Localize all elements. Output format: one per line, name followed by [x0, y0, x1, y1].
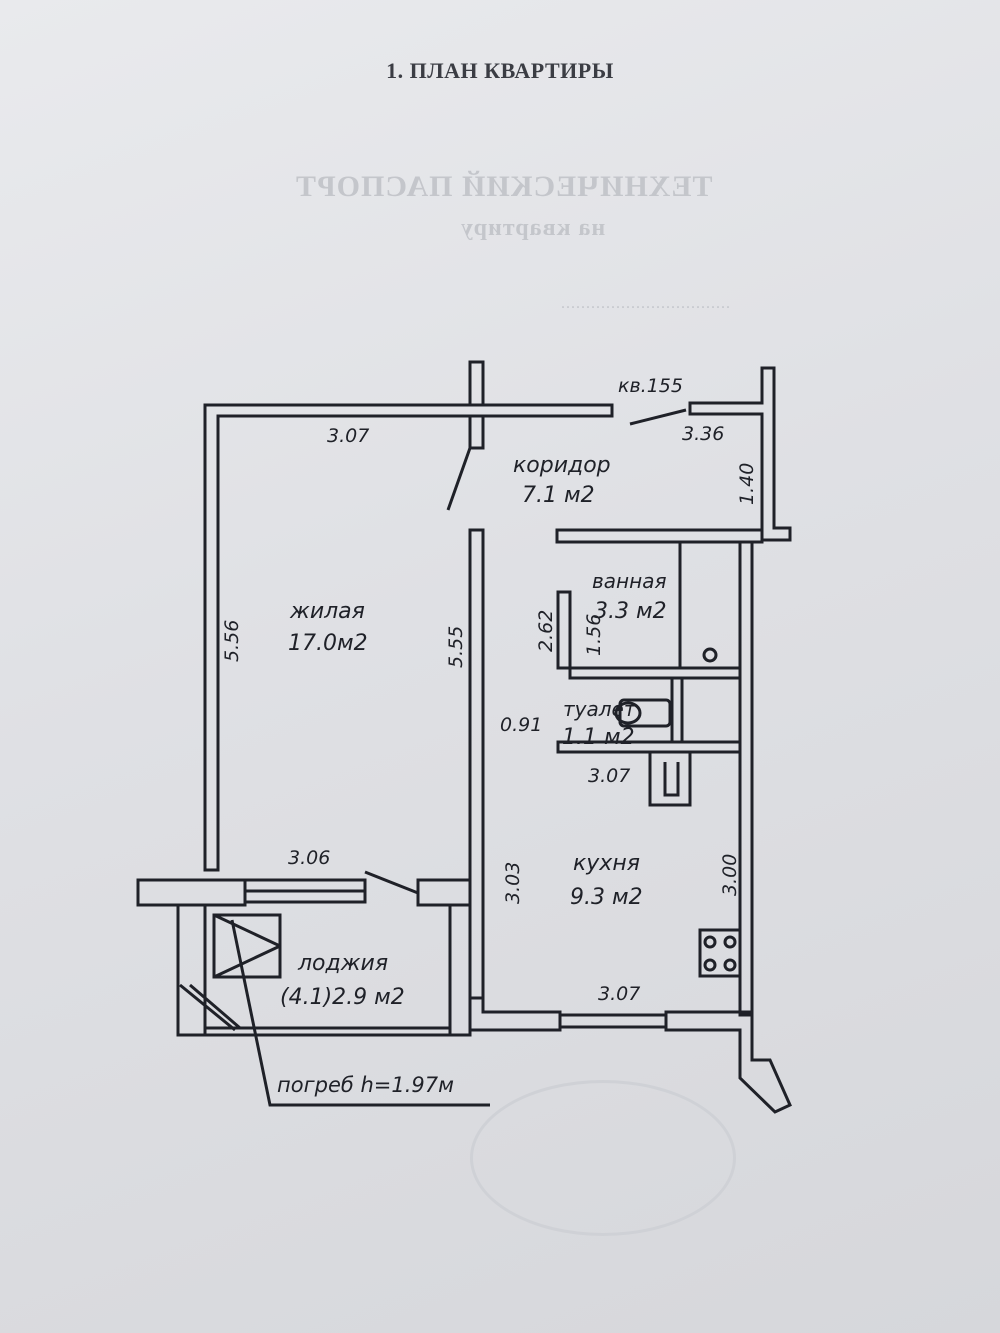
wall-outer-left: [203, 403, 614, 872]
living-area: 17.0м2: [288, 631, 368, 656]
bathroom-name: ванная: [592, 569, 666, 593]
dim-living-bottom: 3.06: [288, 847, 330, 869]
wall-corridor-bottom: [555, 528, 764, 544]
kitchen-area: 9.3 м2: [570, 885, 643, 910]
kitchen-name: кухня: [573, 851, 640, 876]
wall-loggia-right: [448, 903, 472, 1037]
wall-kitchen-bottom-right: [664, 1010, 792, 1114]
dim-kitchen-bottom: 3.07: [598, 983, 640, 1005]
wall-toilet-side: [670, 676, 684, 744]
toilet-area: 1.1 м2: [562, 725, 635, 750]
kitchen-window: [558, 1013, 668, 1029]
dim-bath-156: 1.56: [583, 614, 605, 656]
wall-loggia-bottom: [203, 1026, 452, 1037]
corridor-name: коридор: [513, 453, 611, 478]
wall-outer-right-top: [688, 366, 792, 542]
dim-corridor-height: 1.40: [736, 463, 758, 505]
bathtub-outline: [678, 540, 742, 670]
dim-living-left: 5.56: [221, 620, 243, 662]
cellar-leader-line: [230, 919, 490, 1107]
apartment-number: кв.155: [618, 375, 683, 397]
door-living: [446, 447, 472, 511]
wall-partition-living: [468, 528, 485, 1000]
page-title: 1. ПЛАН КВАРТИРЫ: [386, 58, 614, 83]
dim-kitchen-right: 3.00: [719, 854, 741, 896]
kitchen-shaft: [648, 752, 692, 807]
dim-bath-262: 2.62: [535, 610, 557, 652]
toilet-fixture: [618, 698, 672, 728]
wall-outer-right: [738, 540, 754, 1017]
wall-living-bottom-right: [416, 878, 472, 907]
cellar-note: погреб h=1.97м: [277, 1073, 454, 1097]
loggia-name: лоджия: [297, 951, 388, 976]
bath-drain: [702, 647, 718, 663]
living-name: жилая: [289, 599, 365, 624]
dim-toilet-width: 0.91: [500, 714, 542, 736]
wall-bath-inner: [556, 590, 572, 670]
dim-kitchen-left: 3.03: [502, 862, 524, 904]
bleed-through-stamp: [470, 1080, 736, 1236]
dim-corridor-right: 3.36: [682, 423, 724, 445]
bathroom-area: 3.3 м2: [594, 599, 667, 624]
door-entrance: [629, 408, 687, 426]
wall-column: [468, 360, 485, 407]
wall-living-bottom-left: [136, 878, 247, 907]
dim-living-top: 3.07: [327, 425, 369, 447]
dim-toilet-bottom: 3.07: [588, 765, 630, 787]
loggia-area: (4.1)2.9 м2: [280, 985, 405, 1010]
kitchen-stove: [698, 928, 742, 978]
wall-column: [468, 414, 485, 450]
wall-loggia-left: [176, 903, 207, 1037]
cellar-hatch: [212, 913, 282, 979]
dim-living-right: 5.55: [445, 626, 467, 668]
corridor-area: 7.1 м2: [522, 483, 595, 508]
door-loggia: [364, 870, 419, 895]
wall-kitchen-bottom-left: [468, 996, 562, 1032]
toilet-name: туалет: [563, 697, 637, 721]
